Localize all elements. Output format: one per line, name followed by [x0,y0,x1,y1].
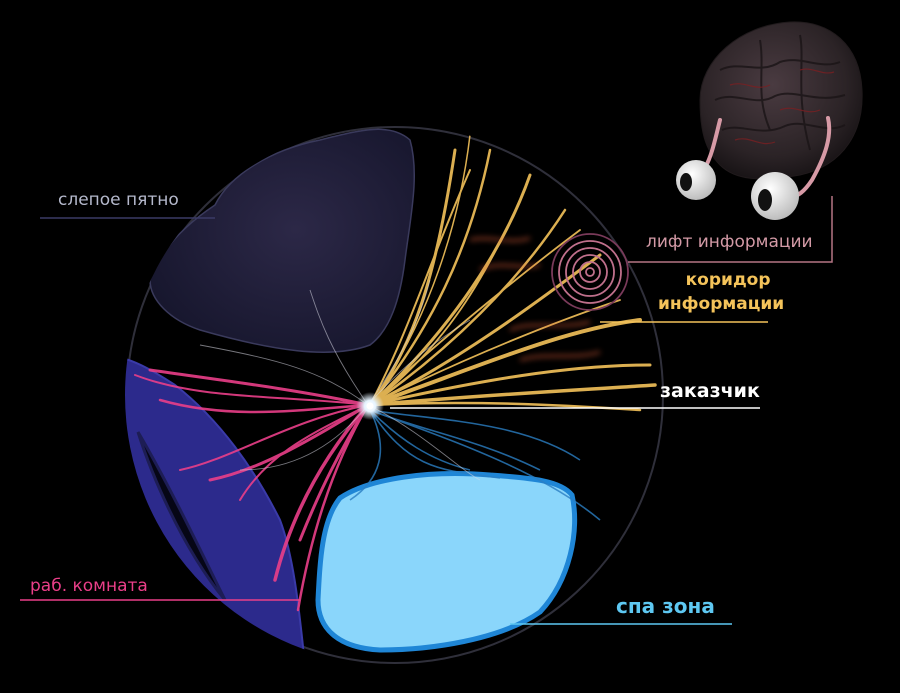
eyeball-icon [676,160,716,200]
eyeball-icon [751,172,799,220]
spiral-icon [551,233,629,311]
work-room-panel [125,356,307,665]
info-corridor-label-line2: информации [658,294,785,314]
info-lift-leader [628,196,833,263]
info-corridor-fibers [368,134,657,412]
neutral-fibers [199,279,481,481]
spa-zone-region [315,471,578,653]
spa-zone-label: спа зона [616,594,715,618]
info-lift-label: лифт информации [646,232,813,252]
work-room-fibers [134,368,370,612]
blind-spot-region [149,128,416,353]
info-corridor-label: коридор информации [658,268,784,316]
client-label: заказчик [660,380,760,402]
corridor-highlights [469,236,601,362]
spa-fibers [349,409,601,521]
blind-spot-label: слепое пятно [58,190,179,210]
info-corridor-label-line1: коридор [685,270,771,290]
work-room-label: раб. комната [30,576,148,596]
brain-icon [699,21,863,180]
